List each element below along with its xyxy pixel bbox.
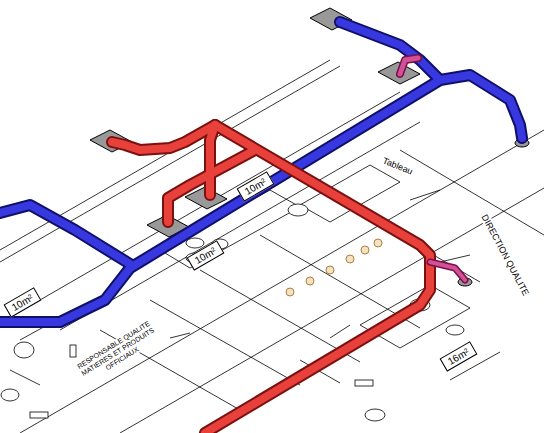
- supply-ducts: [0, 22, 522, 433]
- area-text: 10m²: [243, 176, 268, 197]
- diffusers: [90, 8, 529, 286]
- room-label: RESPONSABLE QUALITE MATIERES ET PRODUITS…: [60, 310, 176, 395]
- room-label: DIRECTION QUALITE: [479, 212, 531, 298]
- area-tag: 16m²: [440, 341, 478, 371]
- area-text: 16m²: [446, 346, 471, 367]
- area-tag: 10m²: [4, 287, 42, 317]
- floor-plan: [0, 60, 544, 433]
- equipment-row: [286, 239, 382, 296]
- area-text: 10m²: [10, 292, 35, 313]
